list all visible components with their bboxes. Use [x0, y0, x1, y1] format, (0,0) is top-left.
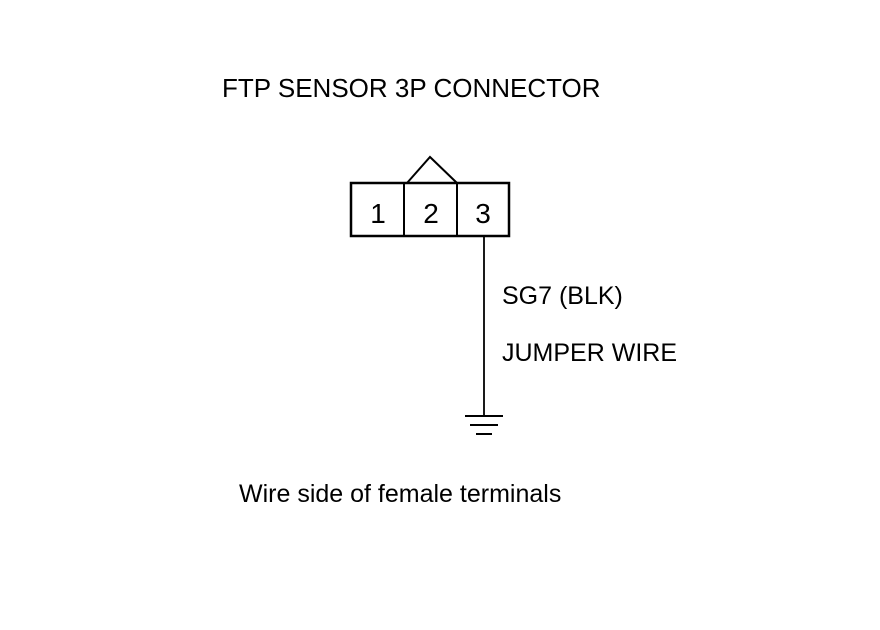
- connector-outline: [349, 181, 511, 238]
- diagram-caption: Wire side of female terminals: [239, 480, 561, 508]
- pin-number: 2: [423, 198, 439, 229]
- pin-number: 3: [475, 198, 491, 229]
- jumper-wire-label: JUMPER WIRE: [502, 339, 677, 367]
- pin-number: 1: [370, 198, 386, 229]
- connector-lock-tab: [406, 155, 458, 184]
- connector-3p: 1 2 3: [349, 155, 511, 238]
- diagram-title: FTP SENSOR 3P CONNECTOR: [222, 73, 601, 103]
- ground-icon: [465, 415, 503, 435]
- circuit-label: SG7 (BLK): [502, 282, 623, 310]
